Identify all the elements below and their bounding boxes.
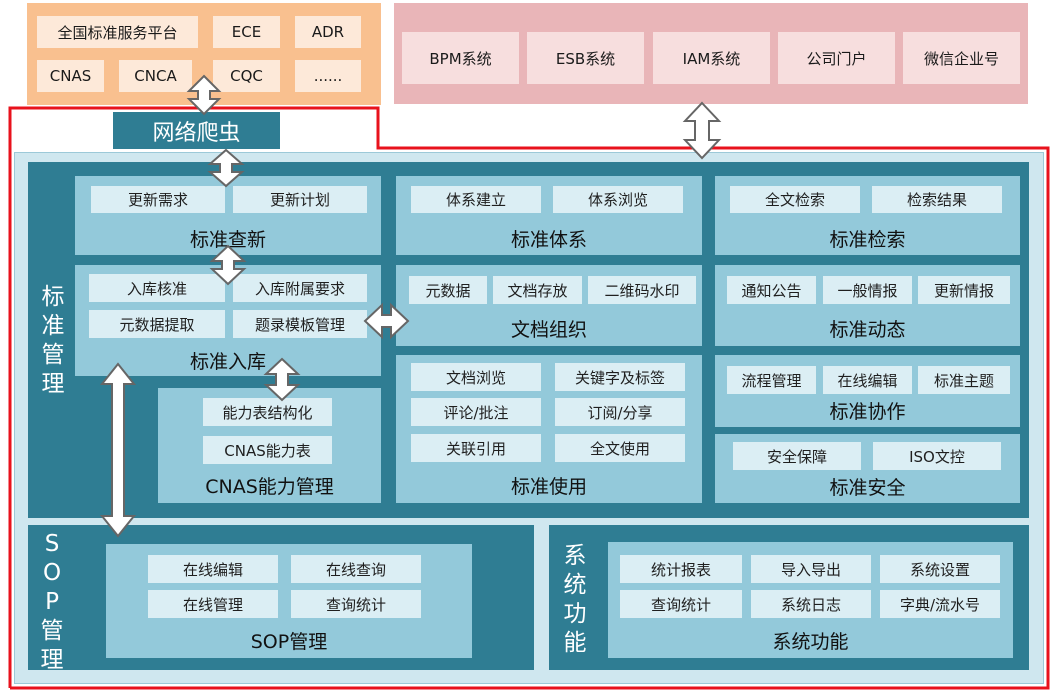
module-item: 在线查询 <box>291 555 421 583</box>
module-item: 元数据 <box>409 276 487 304</box>
module-item: 元数据提取 <box>89 310 225 338</box>
module-item: 入库核准 <box>89 274 225 302</box>
module-item: ISO文控 <box>873 442 1001 470</box>
module-item: 通知公告 <box>727 276 816 304</box>
module-item: 安全保障 <box>733 442 861 470</box>
module-item: 订阅/分享 <box>555 398 685 426</box>
module-item: 文档存放 <box>493 276 582 304</box>
system-item: 微信企业号 <box>903 32 1020 84</box>
module-item: 一般情报 <box>823 276 912 304</box>
module-title: 标准使用 <box>510 475 587 498</box>
module-item: 检索结果 <box>872 186 1002 213</box>
source-item: ECE <box>213 16 280 48</box>
module-item: 二维码水印 <box>588 276 696 304</box>
module-item: 统计报表 <box>620 555 742 583</box>
sys-label: 系 统 功 能 <box>558 542 592 658</box>
system-item: IAM系统 <box>653 32 770 84</box>
sop-label-text: S O P 管 理 <box>40 531 64 673</box>
module-item: 标准主题 <box>918 366 1010 394</box>
module-title: 标准查新 <box>189 228 266 251</box>
system-item: BPM系统 <box>402 32 519 84</box>
module-title: 标准检索 <box>829 228 906 251</box>
module-title: 标准体系 <box>510 228 587 251</box>
web-crawler: 网络爬虫 <box>113 112 280 149</box>
source-item: CNCA <box>119 60 192 92</box>
module-item: 文档浏览 <box>411 363 541 391</box>
module-title: 标准协作 <box>829 400 906 423</box>
module-item: 字典/流水号 <box>880 590 1000 618</box>
sys-label-text: 系 统 功 能 <box>563 543 587 656</box>
module-item: 系统设置 <box>880 555 1000 583</box>
module-item: 在线编辑 <box>823 366 912 394</box>
module-title: SOP管理 <box>250 630 328 653</box>
module-item: 入库附属要求 <box>233 274 367 302</box>
module-title: 文档组织 <box>510 318 587 341</box>
module-item: 更新需求 <box>91 186 225 213</box>
module-item: 查询统计 <box>291 590 421 618</box>
module-item: 体系浏览 <box>553 186 683 213</box>
module-item: 在线管理 <box>148 590 278 618</box>
module-item: 流程管理 <box>727 366 816 394</box>
source-item: 全国标准服务平台 <box>37 16 198 48</box>
module-item: 能力表结构化 <box>203 398 332 426</box>
module-title: 标准安全 <box>829 476 906 499</box>
module-item: 关联引用 <box>411 434 541 462</box>
module-item: 评论/批注 <box>411 398 541 426</box>
system-item: 公司门户 <box>778 32 895 84</box>
module-title: 系统功能 <box>772 630 849 653</box>
module-item: 查询统计 <box>620 590 742 618</box>
module-item: 全文使用 <box>555 434 685 462</box>
module-item: 更新情报 <box>918 276 1010 304</box>
source-item: CNAS <box>37 60 104 92</box>
module-item: 导入导出 <box>751 555 871 583</box>
source-item: ...... <box>295 60 361 92</box>
module-item: CNAS能力表 <box>203 436 332 464</box>
module-title: CNAS能力管理 <box>205 475 334 498</box>
std-mgmt-label-text: 标 准 管 理 <box>41 284 65 397</box>
module-item: 在线编辑 <box>148 555 278 583</box>
module-item: 系统日志 <box>751 590 871 618</box>
system-item: ESB系统 <box>527 32 644 84</box>
source-item: CQC <box>213 60 280 92</box>
source-item: ADR <box>295 16 361 48</box>
sop-label: S O P 管 理 <box>34 530 70 675</box>
std-mgmt-label: 标 准 管 理 <box>36 283 70 399</box>
module-item: 体系建立 <box>411 186 541 213</box>
module-item: 题录模板管理 <box>233 310 367 338</box>
module-item: 更新计划 <box>233 186 367 213</box>
module-item: 关键字及标签 <box>555 363 685 391</box>
module-title: 标准动态 <box>829 318 906 341</box>
module-item: 全文检索 <box>730 186 860 213</box>
module-title: 标准入库 <box>189 350 266 373</box>
